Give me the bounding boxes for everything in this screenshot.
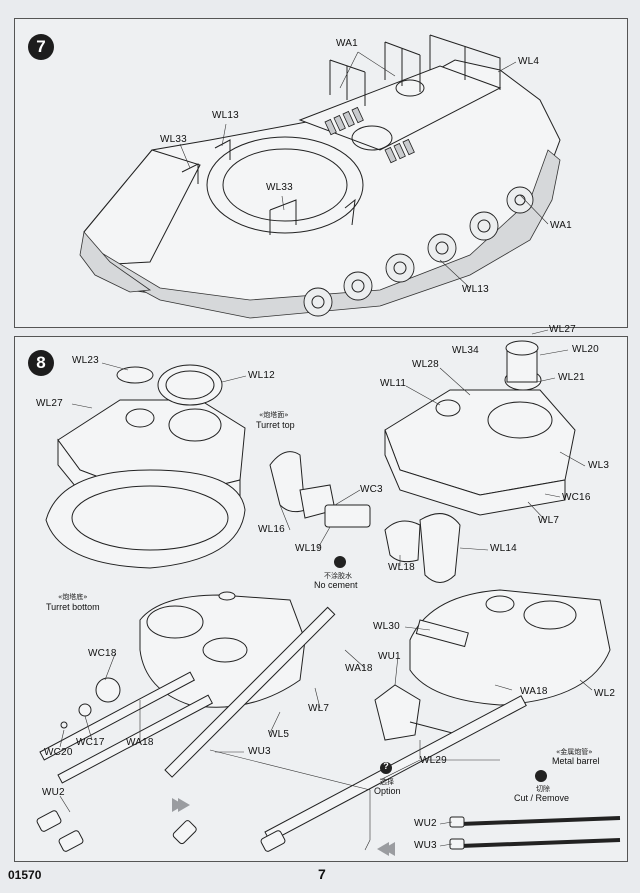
- label-wc3: WC3: [360, 484, 383, 495]
- label-wu2-left: WU2: [42, 787, 65, 798]
- label-wl16: WL16: [258, 524, 285, 535]
- label-wc16: WC16: [562, 492, 591, 503]
- cut-remove-icon: [535, 770, 547, 782]
- no-cement-icon: [334, 556, 346, 568]
- label-wl27-left: WL27: [36, 398, 63, 409]
- label-wl7-right: WL7: [538, 515, 560, 526]
- label-wc20: WC20: [44, 747, 73, 758]
- label-wl33-left: WL33: [160, 134, 187, 145]
- label-wl21: WL21: [558, 372, 585, 383]
- turret-top-label: Turret top: [256, 420, 295, 430]
- label-wl27-right: WL27: [549, 324, 576, 335]
- label-wl29: WL29: [420, 755, 447, 766]
- turret-bottom-cn: «炮塔底»: [58, 593, 88, 601]
- cut-remove-label: Cut / Remove: [514, 793, 570, 803]
- label-wl33-center: WL33: [266, 182, 293, 193]
- option-label: Option: [374, 786, 401, 796]
- label-wl3: WL3: [588, 460, 610, 471]
- label-wl14: WL14: [490, 543, 517, 554]
- label-wu2-right: WU2: [414, 818, 437, 829]
- label-wc17: WC17: [76, 737, 105, 748]
- label-wu3-top: WU3: [248, 746, 271, 757]
- step-8-badge: 8: [28, 350, 54, 376]
- metal-barrel-label: Metal barrel: [552, 756, 600, 766]
- product-code: 01570: [8, 868, 42, 882]
- label-wl34: WL34: [452, 345, 479, 356]
- page-number: 7: [318, 866, 326, 882]
- metal-barrel-cn: «金属炮管»: [556, 748, 593, 756]
- label-wl30: WL30: [373, 621, 400, 632]
- option-icon: ?: [380, 761, 392, 774]
- label-wu1: WU1: [378, 651, 401, 662]
- label-wa1-top: WA1: [336, 38, 358, 49]
- label-wl7-mid: WL7: [308, 703, 330, 714]
- label-wl4: WL4: [518, 56, 540, 67]
- label-wl5: WL5: [268, 729, 290, 740]
- label-wl18: WL18: [388, 562, 415, 573]
- label-wa18-left: WA18: [126, 737, 154, 748]
- label-wl28: WL28: [412, 359, 439, 370]
- label-wl20: WL20: [572, 344, 599, 355]
- no-cement-cn: 不涂胶水: [324, 572, 352, 580]
- label-wc18: WC18: [88, 648, 117, 659]
- turret-bottom-label: Turret bottom: [46, 602, 100, 612]
- label-wu3-right: WU3: [414, 840, 437, 851]
- label-wl11: WL11: [380, 378, 407, 389]
- cut-remove-cn: 切除: [536, 785, 550, 793]
- label-wa18-right: WA18: [520, 686, 548, 697]
- label-wl12: WL12: [248, 370, 275, 381]
- label-wa1-right: WA1: [550, 220, 572, 231]
- label-wl19: WL19: [295, 543, 322, 554]
- no-cement-label: No cement: [314, 580, 358, 590]
- label-wl13-bottom: WL13: [462, 284, 489, 295]
- turret-top-cn: «炮塔面»: [259, 411, 289, 419]
- option-cn: 选择: [380, 778, 394, 786]
- label-wl23: WL23: [72, 355, 99, 366]
- label-wl13-top: WL13: [212, 110, 239, 121]
- label-wl2: WL2: [594, 688, 616, 699]
- label-wa18-mid: WA18: [345, 663, 373, 674]
- step-7-badge: 7: [28, 34, 54, 60]
